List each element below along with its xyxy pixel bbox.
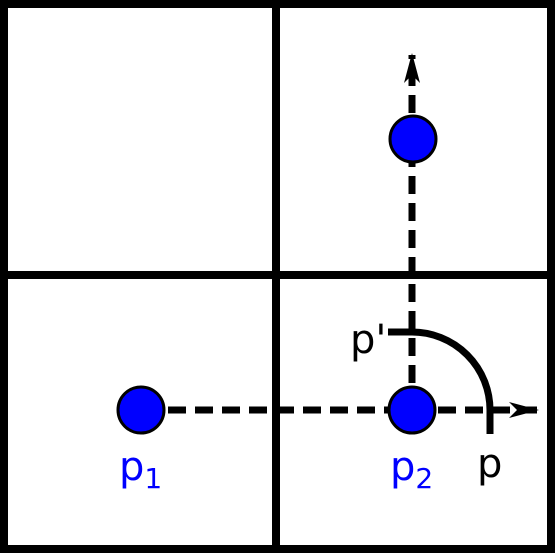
point-p1 <box>116 385 166 435</box>
label-p2-base: p <box>390 444 415 490</box>
label-p1-subscript: 1 <box>144 462 162 495</box>
label-p2: p2 <box>390 444 433 495</box>
label-p1-base: p <box>119 444 144 490</box>
point-p2 <box>387 385 437 435</box>
rotation-arc <box>388 328 494 434</box>
label-p2-subscript: 2 <box>415 462 433 495</box>
point-upper <box>388 114 438 164</box>
label-p: p <box>477 441 502 487</box>
label-p1: p1 <box>119 444 162 495</box>
label-p-prime: p' <box>350 317 386 363</box>
